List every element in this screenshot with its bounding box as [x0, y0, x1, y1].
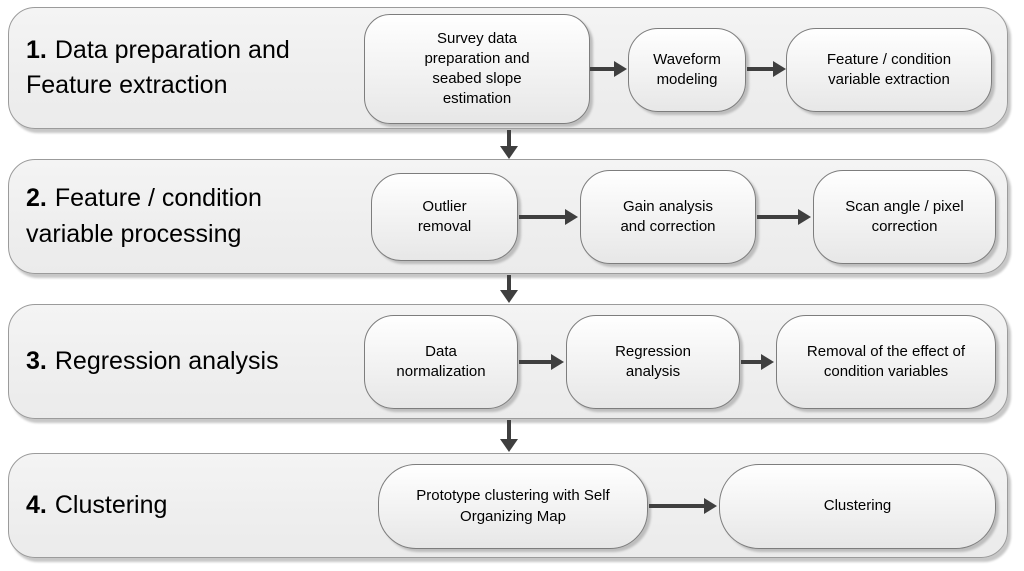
arrow-down-icon	[500, 130, 518, 159]
arrow-right-icon	[590, 61, 627, 77]
step-label: Survey data preparation and seabed slope…	[424, 29, 530, 108]
step-data-normalization: Data normalization	[364, 315, 518, 409]
stage-1-container: 1.Data preparation and Feature extractio…	[8, 7, 1008, 129]
arrow-right-icon	[519, 354, 564, 370]
step-waveform-modeling: Waveform modeling	[628, 28, 746, 112]
stage-2-number: 2.	[26, 184, 47, 212]
stage-4-number: 4.	[26, 490, 47, 519]
step-feature-variable-extraction: Feature / condition variable extraction	[786, 28, 992, 112]
stage-1-title: Data preparation and Feature extraction	[26, 35, 290, 100]
stage-2-title: Feature / condition variable processing	[26, 184, 262, 248]
step-label: Prototype clustering with Self Organizin…	[416, 487, 610, 525]
step-clustering: Clustering	[719, 464, 996, 549]
arrow-right-icon	[741, 354, 774, 370]
step-label: Gain analysis and correction	[620, 197, 716, 235]
step-removal-condition-variable-effect: Removal of the effect of condition varia…	[776, 315, 996, 409]
arrow-down-icon	[500, 275, 518, 303]
stage-4-label: 4.Clustering	[9, 488, 348, 524]
arrow-down-icon	[500, 420, 518, 452]
step-label: Regression analysis	[615, 342, 691, 380]
step-label: Feature / condition variable extraction	[826, 50, 952, 88]
stage-3-title: Regression analysis	[54, 346, 279, 375]
step-label: Outlier removal	[417, 197, 472, 235]
arrow-right-icon	[649, 498, 717, 514]
step-gain-analysis-correction: Gain analysis and correction	[580, 170, 756, 264]
step-label: Data normalization	[396, 342, 486, 380]
stage-4-container: 4.Clustering Prototype clustering with S…	[8, 453, 1008, 558]
stage-1-number: 1.	[26, 35, 47, 64]
step-survey-data-preparation: Survey data preparation and seabed slope…	[364, 14, 590, 124]
step-label: Waveform modeling	[653, 50, 721, 88]
step-label: Scan angle / pixel correction	[845, 197, 964, 235]
arrow-right-icon	[519, 209, 578, 225]
stage-4-title: Clustering	[54, 490, 168, 519]
arrow-right-icon	[757, 209, 811, 225]
stage-1-label: 1.Data preparation and Feature extractio…	[9, 33, 348, 104]
step-label: Removal of the effect of condition varia…	[806, 342, 966, 380]
step-regression-analysis: Regression analysis	[566, 315, 740, 409]
stage-2-label: 2.Feature / condition variable processin…	[9, 181, 348, 252]
stage-2-container: 2.Feature / condition variable processin…	[8, 159, 1008, 274]
arrow-right-icon	[747, 61, 786, 77]
step-scan-angle-pixel-correction: Scan angle / pixel correction	[813, 170, 996, 264]
step-label: Clustering	[823, 497, 892, 515]
step-outlier-removal: Outlier removal	[371, 173, 518, 261]
stage-3-container: 3.Regression analysis Data normalization…	[8, 304, 1008, 419]
step-prototype-clustering-som: Prototype clustering with Self Organizin…	[378, 464, 648, 549]
stage-3-label: 3.Regression analysis	[9, 344, 348, 380]
stage-3-number: 3.	[26, 346, 47, 375]
